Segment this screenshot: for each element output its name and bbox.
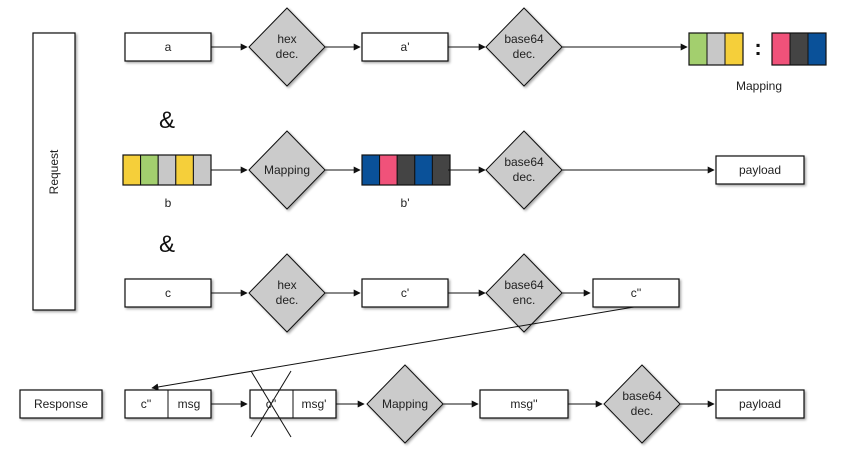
request-label: Request: [47, 149, 61, 194]
request-panel: Request: [32, 32, 76, 311]
b-prime-strip: [361, 154, 451, 186]
c-double-prime-box: [592, 278, 680, 308]
input-a-box: [124, 32, 212, 62]
op-text-line1: base64: [504, 155, 544, 169]
mapping-caption: Mapping: [736, 79, 782, 93]
response-label: Response: [34, 397, 88, 411]
input-a-label: a: [165, 40, 172, 54]
base64-dec-diamond: [485, 130, 563, 210]
mapping-left-strip: [688, 32, 744, 66]
strip-outline: [688, 32, 744, 66]
color-cell-gray: [706, 32, 726, 66]
color-cell-pink: [379, 154, 398, 186]
color-cell-blue: [807, 32, 827, 66]
b-caption: b: [165, 196, 172, 210]
color-cell-dark: [789, 32, 809, 66]
strip-outline: [771, 32, 827, 66]
msg-prime-label: msg': [302, 397, 327, 411]
ampersand-1: &: [159, 107, 175, 134]
op-text-line2: dec.: [276, 293, 299, 307]
color-cell-green: [140, 154, 159, 186]
payload-label: payload: [739, 163, 781, 177]
mapping-diamond: [248, 130, 326, 210]
color-cell-blue: [361, 154, 381, 186]
op-text-line2: dec.: [513, 170, 536, 184]
color-cell-gray: [192, 154, 212, 186]
color-cell-yellow: [724, 32, 744, 66]
payload-box: [715, 155, 805, 185]
diagonal-arrow: [151, 306, 635, 391]
c-cell-label: c'': [141, 397, 152, 411]
color-cell-green: [688, 32, 708, 66]
base64-enc-diamond: [485, 253, 563, 333]
b-prime-caption: b': [401, 196, 410, 210]
op-text-line1: base64: [504, 32, 544, 46]
response-box: [19, 389, 103, 419]
msg-cell-label: msg: [178, 397, 201, 411]
mapping-diamond: [366, 364, 444, 444]
msg-double-prime-box: [479, 389, 569, 419]
op-text-line2: enc.: [513, 293, 536, 307]
a-prime-label: a': [401, 40, 410, 54]
color-cell-yellow: [175, 154, 194, 186]
row-b: b Mapping b' base64 dec. payload: [122, 130, 805, 210]
color-cell-dark: [396, 154, 416, 186]
hex-dec-diamond: [248, 253, 326, 333]
base64-dec-diamond: [603, 364, 681, 444]
color-cell-dark: [431, 154, 451, 186]
b-strip: [122, 154, 212, 186]
op-text-line2: dec.: [513, 47, 536, 61]
op-text-line1: hex: [277, 32, 296, 46]
ampersand-2: &: [159, 231, 175, 258]
row-a: a hex dec. a' base64 dec. : Mapping: [124, 7, 827, 93]
op-text-line1: base64: [622, 389, 662, 403]
color-cell-pink: [771, 32, 791, 66]
input-c-label: c: [165, 286, 171, 300]
color-cell-yellow: [122, 154, 142, 186]
hex-dec-diamond: [248, 7, 326, 87]
mapping-right-strip: [771, 32, 827, 66]
op-text: Mapping: [382, 397, 428, 411]
payload-box: [715, 389, 805, 419]
op-text-line1: hex: [277, 278, 296, 292]
c-double-prime-label: c'': [631, 286, 642, 300]
msg-double-prime-label: msg'': [510, 397, 537, 411]
row-c: c hex dec. c' base64 enc. c'': [124, 253, 680, 391]
op-text-line2: dec.: [631, 404, 654, 418]
c-prime-label: c': [401, 286, 409, 300]
payload-label: payload: [739, 397, 781, 411]
op-text-line1: base64: [504, 278, 544, 292]
color-cell-gray: [157, 154, 177, 186]
a-prime-box: [361, 32, 449, 62]
op-text: Mapping: [264, 163, 310, 177]
color-cell-blue: [414, 154, 433, 186]
strike-line: [250, 370, 292, 438]
op-text-line2: dec.: [276, 47, 299, 61]
mapping-separator: :: [754, 35, 761, 60]
base64-dec-diamond: [485, 7, 563, 87]
row-response: Response c'' msg c'' msg' Mapping msg'' …: [19, 364, 805, 444]
